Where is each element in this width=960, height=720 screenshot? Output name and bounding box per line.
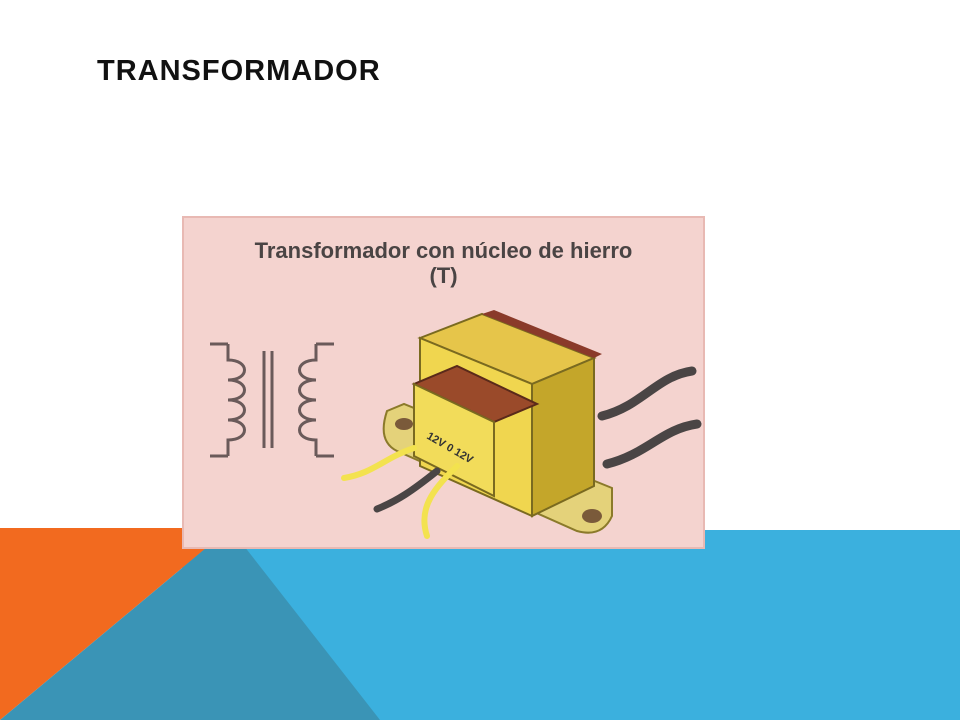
- output-wire-1: [597, 366, 697, 421]
- mounting-hole-left: [395, 418, 413, 430]
- teal-triangle: [0, 528, 380, 720]
- sky-blue-band: [182, 530, 960, 720]
- transformer-figure: Transformador con núcleo de hierro (T) 1…: [182, 216, 705, 549]
- output-wire-2: [602, 419, 702, 469]
- transformer-illustration: 12V 0 12V: [210, 310, 702, 539]
- slide-title: TRANSFORMADOR: [97, 55, 381, 87]
- figure-caption-line1: Transformador con núcleo de hierro: [254, 238, 633, 263]
- mounting-hole-right: [582, 509, 602, 523]
- coil-front: [413, 382, 495, 498]
- input-wire-dark: [373, 467, 441, 513]
- transformer-schematic-icon: [210, 342, 334, 458]
- figure-caption: Transformador con núcleo de hierro (T): [182, 238, 705, 289]
- figure-caption-line2: (T): [429, 263, 458, 289]
- core-top-edge: [482, 310, 602, 358]
- input-wire-yellow-2: [421, 463, 460, 539]
- input-wire-yellow-1: [341, 445, 417, 481]
